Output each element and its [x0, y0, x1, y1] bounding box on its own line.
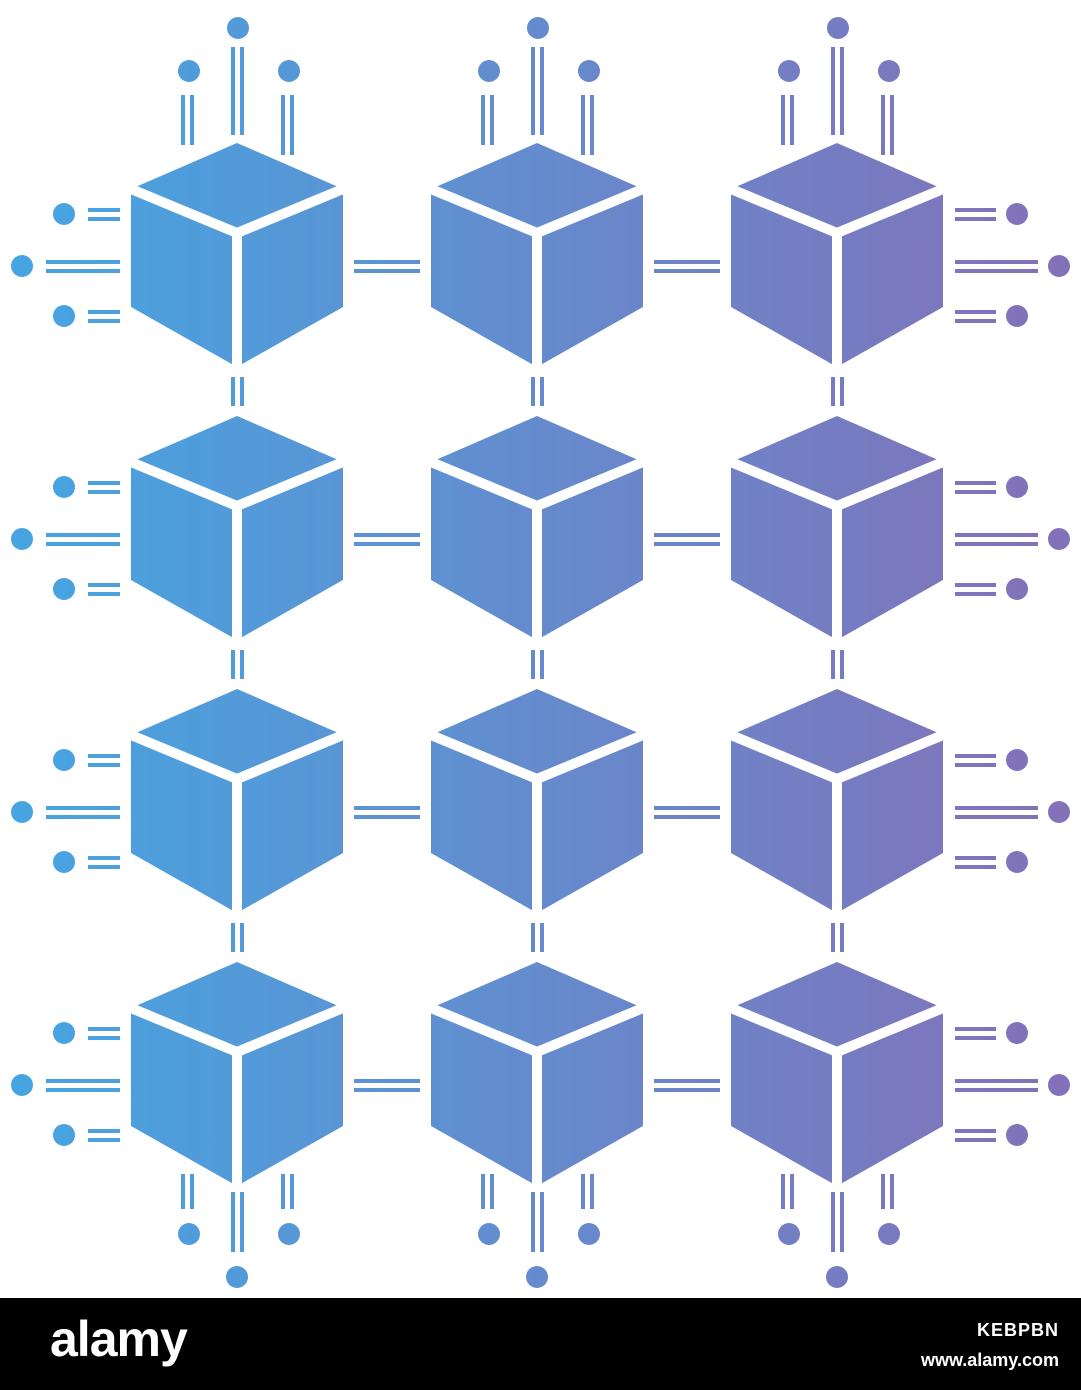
node-dot — [53, 578, 75, 600]
site-url-label: www.alamy.com — [920, 1350, 1059, 1370]
cube — [124, 416, 350, 645]
node-dot — [227, 17, 249, 39]
node-dot — [1048, 528, 1070, 550]
node-dot — [527, 17, 549, 39]
cube-edges — [424, 1001, 650, 1191]
cube — [424, 689, 650, 918]
blockchain-cube-grid-illustration — [11, 17, 1070, 1288]
node-dot — [578, 60, 600, 82]
watermark-banner: alamy KEBPBN www.alamy.com — [0, 1298, 1081, 1390]
cube — [124, 962, 350, 1191]
node-dot — [578, 1223, 600, 1245]
node-dot — [1048, 801, 1070, 823]
node-dot — [1006, 749, 1028, 771]
cube — [424, 143, 650, 372]
node-dot — [53, 1022, 75, 1044]
cube-edges — [724, 455, 950, 645]
node-dot — [1006, 1022, 1028, 1044]
cube-edges — [724, 728, 950, 918]
node-dot — [478, 1223, 500, 1245]
cube — [724, 962, 950, 1191]
cube — [724, 689, 950, 918]
cube-edges — [724, 182, 950, 372]
cube — [424, 416, 650, 645]
cube-edges — [424, 728, 650, 918]
cube — [424, 962, 650, 1191]
node-dot — [278, 1223, 300, 1245]
cube — [124, 143, 350, 372]
cube-edges — [424, 455, 650, 645]
node-dot — [1048, 255, 1070, 277]
node-dot — [478, 60, 500, 82]
node-dot — [1006, 1124, 1028, 1146]
node-dot — [11, 1074, 33, 1096]
node-dot — [53, 1124, 75, 1146]
node-dot — [11, 255, 33, 277]
node-dot — [778, 60, 800, 82]
node-dot — [53, 203, 75, 225]
node-dot — [178, 1223, 200, 1245]
cube-edges — [124, 455, 350, 645]
node-dot — [278, 60, 300, 82]
cube-edges — [124, 182, 350, 372]
node-dot — [11, 801, 33, 823]
image-id-label: KEBPBN — [976, 1320, 1059, 1340]
cube — [124, 689, 350, 918]
node-dot — [1006, 305, 1028, 327]
node-dot — [226, 1266, 248, 1288]
node-dot — [53, 749, 75, 771]
cube — [724, 143, 950, 372]
alamy-logo: alamy — [50, 1311, 188, 1367]
cube-edges — [724, 1001, 950, 1191]
node-dot — [53, 305, 75, 327]
node-dot — [53, 476, 75, 498]
node-dot — [53, 851, 75, 873]
node-dot — [878, 60, 900, 82]
cube-layer — [124, 143, 950, 1191]
node-dot — [1006, 203, 1028, 225]
connector-layer — [46, 47, 1038, 1252]
cube-edges — [124, 728, 350, 918]
node-layer — [11, 17, 1070, 1288]
node-dot — [1048, 1074, 1070, 1096]
node-dot — [778, 1223, 800, 1245]
node-dot — [826, 1266, 848, 1288]
node-dot — [11, 528, 33, 550]
node-dot — [1006, 578, 1028, 600]
node-dot — [526, 1266, 548, 1288]
cube — [724, 416, 950, 645]
node-dot — [827, 17, 849, 39]
cube-edges — [424, 182, 650, 372]
node-dot — [178, 60, 200, 82]
node-dot — [1006, 851, 1028, 873]
cube-edges — [124, 1001, 350, 1191]
node-dot — [1006, 476, 1028, 498]
node-dot — [878, 1223, 900, 1245]
